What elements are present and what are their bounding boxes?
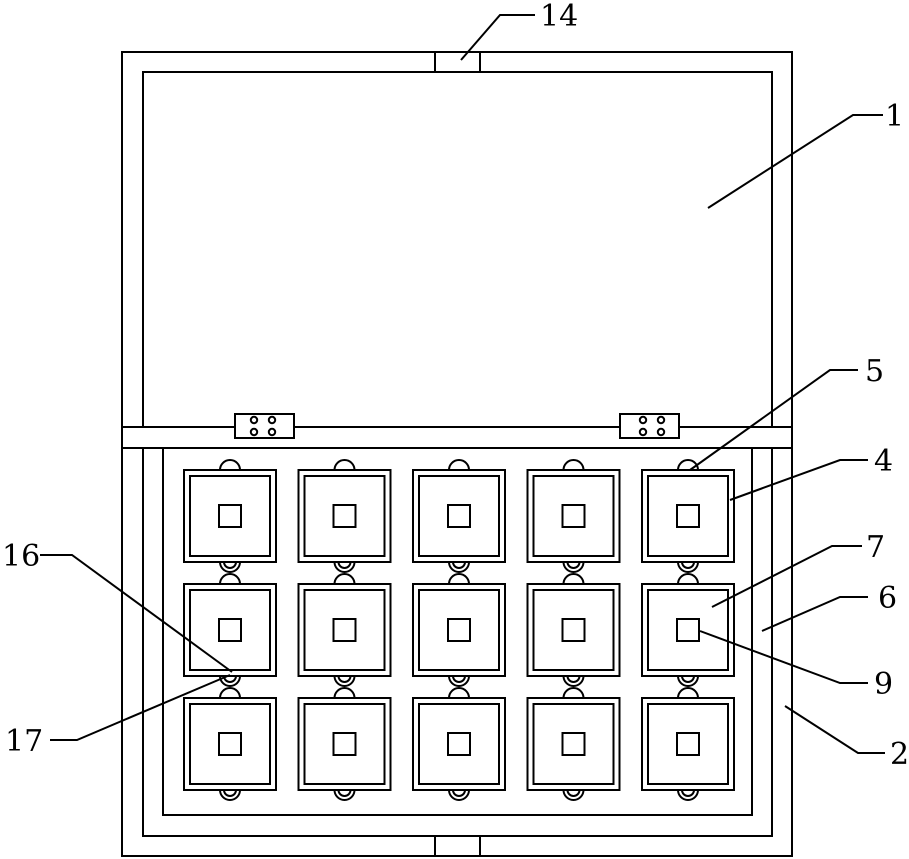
- compartment-top-tab: [678, 574, 698, 584]
- compartment: [413, 460, 505, 572]
- compartment: [299, 574, 391, 686]
- leader-5: [690, 370, 858, 470]
- compartment-outer-frame: [299, 698, 391, 790]
- label-9: 9: [874, 667, 893, 702]
- label-16: 16: [2, 539, 40, 574]
- leader-4: [730, 460, 868, 500]
- compartment-outer-frame: [413, 698, 505, 790]
- compartment-top-tab: [220, 574, 240, 584]
- compartment-grid: [184, 460, 734, 800]
- compartment: [642, 688, 734, 800]
- compartment-outer-frame: [528, 584, 620, 676]
- lid: [122, 52, 792, 427]
- compartment-top-tab: [335, 460, 355, 470]
- compartment-top-tab: [678, 688, 698, 698]
- compartment-top-tab: [335, 574, 355, 584]
- lid-outer-frame: [122, 52, 792, 427]
- compartment-top-tab: [220, 460, 240, 470]
- hinge-bar: [122, 427, 792, 448]
- compartment-top-tab: [449, 688, 469, 698]
- label-7: 7: [866, 530, 885, 565]
- compartment: [642, 460, 734, 572]
- compartment-outer-frame: [299, 470, 391, 562]
- label-14: 14: [540, 0, 578, 34]
- leader-2: [785, 706, 885, 753]
- compartment-top-tab: [564, 460, 584, 470]
- compartment: [299, 460, 391, 572]
- compartment: [413, 688, 505, 800]
- label-2: 2: [890, 737, 909, 772]
- compartment-outer-frame: [642, 470, 734, 562]
- right-hinge: [620, 414, 679, 438]
- label-1: 1: [885, 99, 904, 134]
- label-5: 5: [865, 354, 884, 389]
- compartment-outer-frame: [528, 698, 620, 790]
- compartment-top-tab: [449, 574, 469, 584]
- label-4: 4: [874, 444, 893, 479]
- compartment-outer-frame: [184, 698, 276, 790]
- compartment-outer-frame: [184, 470, 276, 562]
- compartment-outer-frame: [184, 584, 276, 676]
- compartment-outer-frame: [413, 584, 505, 676]
- compartment-outer-frame: [642, 698, 734, 790]
- compartment: [528, 688, 620, 800]
- compartment-top-tab: [564, 574, 584, 584]
- compartment: [184, 688, 276, 800]
- compartment: [642, 574, 734, 686]
- compartment-outer-frame: [413, 470, 505, 562]
- compartment: [528, 574, 620, 686]
- compartment-top-tab: [335, 688, 355, 698]
- leader-1: [708, 115, 883, 208]
- label-6: 6: [878, 581, 897, 616]
- compartment-top-tab: [678, 460, 698, 470]
- compartment: [528, 460, 620, 572]
- bottom-latch: [435, 836, 480, 856]
- compartment-top-tab: [449, 460, 469, 470]
- compartment: [184, 460, 276, 572]
- compartment: [413, 574, 505, 686]
- label-17: 17: [5, 724, 43, 759]
- compartment: [184, 574, 276, 686]
- compartment-top-tab: [564, 688, 584, 698]
- compartment: [299, 688, 391, 800]
- compartment-top-tab: [220, 688, 240, 698]
- hinge-strip: [122, 414, 792, 448]
- compartment-outer-frame: [642, 584, 734, 676]
- leader-6: [762, 597, 868, 631]
- top-latch: [435, 52, 480, 72]
- left-hinge: [235, 414, 294, 438]
- lid-inner-panel: [143, 72, 772, 427]
- compartment-outer-frame: [528, 470, 620, 562]
- compartment-outer-frame: [299, 584, 391, 676]
